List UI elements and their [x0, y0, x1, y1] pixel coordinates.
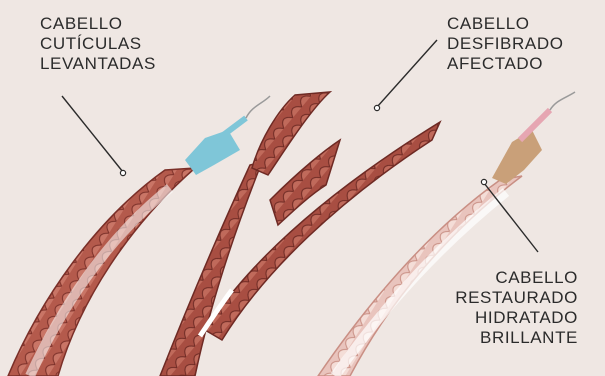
label-restored: CABELLO RESTAURADO HIDRATADO BRILLANTE [430, 268, 578, 348]
label-line: AFECTADO [447, 54, 564, 74]
label-line: CABELLO [430, 268, 578, 288]
label-line: CABELLO [447, 14, 564, 34]
strand-frayed [160, 92, 440, 376]
label-frayed: CABELLO DESFIBRADO AFECTADO [447, 14, 564, 74]
leader-line-right [481, 179, 538, 252]
label-line: LEVANTADAS [40, 54, 156, 74]
label-line: BRILLANTE [430, 328, 578, 348]
leader-line-middle [374, 40, 437, 111]
label-line: HIDRATADO [430, 308, 578, 328]
label-line: CABELLO [40, 14, 156, 34]
label-line: RESTAURADO [430, 288, 578, 308]
label-line: DESFIBRADO [447, 34, 564, 54]
label-raised-cuticles: CABELLO CUTÍCULAS LEVANTADAS [40, 14, 156, 74]
leader-line-left [62, 96, 126, 176]
strand-tip-pink [492, 92, 575, 184]
label-line: CUTÍCULAS [40, 34, 156, 54]
